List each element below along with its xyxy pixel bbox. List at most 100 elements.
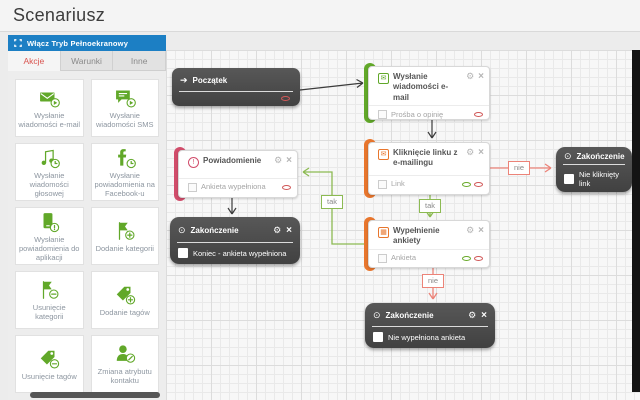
node-link-click[interactable]: ✉ Kliknięcie linku z e-mailingu ⚙ × Link [364,139,490,198]
output-port-no[interactable] [474,255,483,261]
app-notification-icon [43,212,60,232]
option-checkbox[interactable] [178,248,188,258]
node-survey-filled[interactable]: ▦ Wypełnienie ankiety ⚙ × Ankieta [364,217,490,271]
palette-item-tag-add[interactable]: Dodanie tagów [90,271,159,329]
node-divider [177,242,293,243]
palette-item-category-remove[interactable]: Usunięcie kategorii [15,271,84,329]
output-port-no[interactable] [474,112,483,118]
palette-item-voice[interactable]: Wysłanie wiadomości głosowej [15,143,84,201]
option-label: Koniec - ankieta wypełniona [193,248,287,258]
palette-item-contact-attribute[interactable]: Zmiana atrybutu kontaktu [90,335,159,393]
tab-inne[interactable]: Inne [113,51,167,71]
node-send-email[interactable]: ✉ Wysłanie wiadomości e-mail ⚙ × Prośba … [364,63,490,123]
output-port-no[interactable] [281,96,290,101]
fullscreen-toggle-button[interactable]: Włącz Tryb Pełnoekranowy [8,35,166,51]
sidebar-scrollbar[interactable] [30,392,160,398]
node-end-link-not-clicked[interactable]: ⊙ Zakończenie Nie kliknięty link [556,147,632,192]
gear-icon[interactable]: ⚙ [466,147,475,157]
palette-item-label: Dodanie tagów [99,307,150,317]
node-divider [179,178,297,179]
palette-item-label: Wysłanie wiadomości głosowej [29,170,69,198]
close-icon[interactable]: × [286,224,292,236]
node-notification[interactable]: ! Powiadomienie ⚙ × Ankieta wypełniona [174,147,298,201]
category-remove-icon [43,281,59,299]
edge-label-tak: tak [418,199,442,213]
palette-item-category-add[interactable]: Dodanie kategorii [90,207,159,265]
node-title: Kliknięcie linku z e-mailingu [393,148,458,168]
gear-icon[interactable]: ⚙ [466,71,475,81]
close-icon[interactable]: × [481,309,487,321]
output-port-no[interactable] [474,182,483,187]
envelope-send-icon [40,92,61,108]
node-divider [179,91,293,92]
tab-akcje[interactable]: Akcje [8,51,61,71]
tag-add-icon [116,286,135,304]
survey-icon: ▦ [378,227,389,238]
gear-icon[interactable]: ⚙ [274,155,283,165]
node-end-survey-filled[interactable]: ⊙ Zakończenie ⚙ × Koniec - ankieta wypeł… [170,217,300,264]
node-title: Wysłanie wiadomości e-mail [393,72,449,102]
option-checkbox[interactable] [378,110,387,120]
option-checkbox[interactable] [378,180,387,189]
node-divider [369,175,489,176]
option-label: Prośba o opinię [391,109,444,119]
node-divider [369,105,489,107]
node-divider [369,248,489,250]
sms-send-icon [115,90,136,108]
tab-warunki[interactable]: Warunki [60,51,114,71]
contact-edit-icon [116,345,135,363]
node-title: Powiadomienie [203,156,262,165]
edge-notification-to-end [227,198,237,215]
output-port-yes[interactable] [462,182,471,187]
option-checkbox[interactable] [564,174,574,184]
palette-item-email[interactable]: Wysłanie wiadomości e-mail [15,79,84,137]
close-icon[interactable]: × [478,71,484,82]
option-label: Nie kliknięty link [579,170,620,188]
palette-item-label: Usunięcie tagów [21,371,77,381]
node-end-survey-not-filled[interactable]: ⊙ Zakończenie ⚙ × Nie wypełniona ankieta [365,303,495,348]
palette-item-label: Wysłanie wiadomości e-mail [18,111,81,129]
node-title: Zakończenie [190,226,239,235]
alert-icon: ! [188,157,199,168]
email-icon: ✉ [378,73,389,84]
end-circle-icon: ⊙ [178,225,186,235]
close-icon[interactable]: × [478,225,484,236]
option-checkbox[interactable] [188,183,197,192]
voice-message-icon [41,149,61,168]
option-label: Ankieta wypełniona [201,182,266,192]
close-icon[interactable]: × [478,147,484,158]
window-edge-strip [632,50,640,392]
option-label: Ankieta [391,253,417,263]
option-checkbox[interactable] [378,253,387,263]
close-icon[interactable]: × [286,155,292,166]
gear-icon[interactable]: ⚙ [468,310,477,320]
edge-label-nie: nie [507,161,531,175]
top-bar: Scenariusz [0,0,640,32]
option-checkbox[interactable] [373,332,383,342]
output-port-no[interactable] [282,185,291,190]
palette-item-label: Wysłanie powiadomienia na Facebook-u [94,170,155,198]
palette-item-sms[interactable]: Wysłanie wiadomości SMS [90,79,159,137]
end-circle-icon: ⊙ [564,151,572,161]
gear-icon[interactable]: ⚙ [466,225,475,235]
sidebar: Włącz Tryb Pełnoekranowy Akcje Warunki I… [8,35,167,400]
palette-item-app-push[interactable]: Wysłanie powiadomienia do aplikacji [15,207,84,265]
palette-item-label: Usunięcie kategorii [32,303,66,321]
node-title: Wypełnienie ankiety [393,226,440,246]
gear-icon[interactable]: ⚙ [273,225,282,235]
flow-canvas[interactable]: tak tak nie nie ➔ Początek ✉ Wysłanie wi… [166,50,640,400]
palette-item-facebook[interactable]: Wysłanie powiadomienia na Facebook-u [90,143,159,201]
output-port-yes[interactable] [462,255,471,261]
node-title: Zakończenie [385,311,434,320]
node-start[interactable]: ➔ Początek [172,68,300,106]
category-add-icon [118,221,135,240]
edge-label-tak: tak [320,195,344,209]
option-label: Link [391,179,405,189]
palette-item-label: Wysłanie wiadomości SMS [95,111,154,129]
palette-item-label: Wysłanie powiadomienia do aplikacji [19,234,80,262]
palette-item-tag-remove[interactable]: Usunięcie tagów [15,335,84,393]
tag-remove-icon [41,350,60,368]
fullscreen-label: Włącz Tryb Pełnoekranowy [27,38,129,48]
link-click-icon: ✉ [378,149,389,160]
